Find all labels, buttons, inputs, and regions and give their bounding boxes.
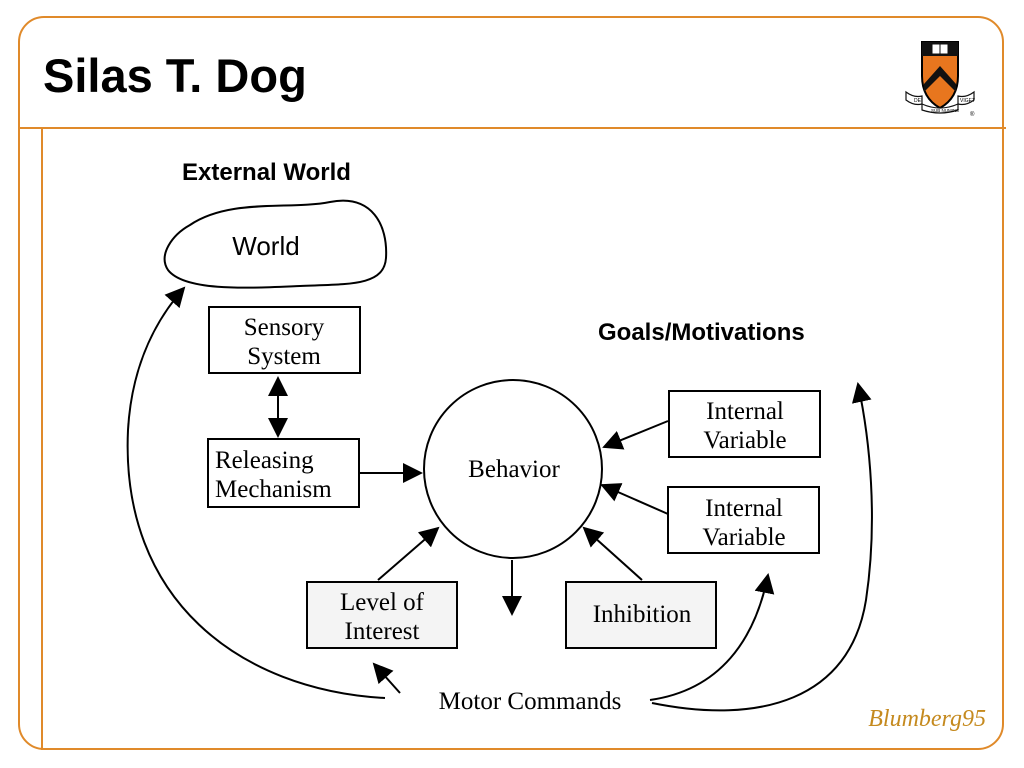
arrow-motor-level <box>372 662 401 694</box>
slide-title: Silas T. Dog <box>43 49 307 102</box>
level-label-line2: Interest <box>345 618 420 645</box>
arrow-motor-internal2 <box>649 573 775 701</box>
level-of-interest-node <box>306 581 458 649</box>
sensory-label-line2: System <box>247 343 321 370</box>
world-node <box>163 199 388 289</box>
arrow-internal2-behavior <box>600 483 669 515</box>
citation-credit: Blumberg95 <box>868 706 986 732</box>
slide-frame <box>18 16 1004 750</box>
behavior-label: Behavior <box>468 456 560 483</box>
world-label: World <box>232 231 299 261</box>
svg-text:SUB NUMINE: SUB NUMINE <box>931 108 959 113</box>
sensory-label-line1: Sensory <box>244 314 325 341</box>
inhibition-label: Inhibition <box>593 601 692 628</box>
arrow-motor-goals <box>651 382 873 712</box>
goals-motivations-label: Goals/Motivations <box>598 319 805 346</box>
svg-text:®: ® <box>970 111 975 118</box>
inhibition-node <box>565 581 717 649</box>
arrow-internal1-behavior <box>602 420 669 450</box>
svg-text:VIGET: VIGET <box>960 98 975 104</box>
internal-1-line2: Variable <box>703 427 786 454</box>
motor-commands-label: Motor Commands <box>439 688 622 715</box>
releasing-label-line2: Mechanism <box>215 476 332 503</box>
internal-variable-2-node <box>667 486 820 554</box>
internal-2-line1: Internal <box>705 495 783 522</box>
behavior-node <box>423 379 603 559</box>
external-world-label: External World <box>182 159 351 186</box>
left-margin-rule <box>41 128 43 750</box>
arrow-level-behavior <box>377 526 440 581</box>
arrow-motor-world <box>126 286 386 699</box>
internal-2-line2: Variable <box>702 524 785 551</box>
internal-1-line1: Internal <box>706 398 784 425</box>
releasing-label-line1: Releasing <box>215 447 314 474</box>
logo-banner-text: DEI <box>914 98 922 104</box>
princeton-shield-icon: DEI SUB NUMINE VIGET ® <box>905 41 975 118</box>
arrow-inhibition-behavior <box>582 526 643 581</box>
internal-variable-1-node <box>668 390 821 458</box>
level-label-line1: Level of <box>340 589 425 616</box>
releasing-mechanism-node <box>207 438 360 508</box>
sensory-system-node <box>208 306 361 374</box>
title-divider <box>18 127 1006 129</box>
